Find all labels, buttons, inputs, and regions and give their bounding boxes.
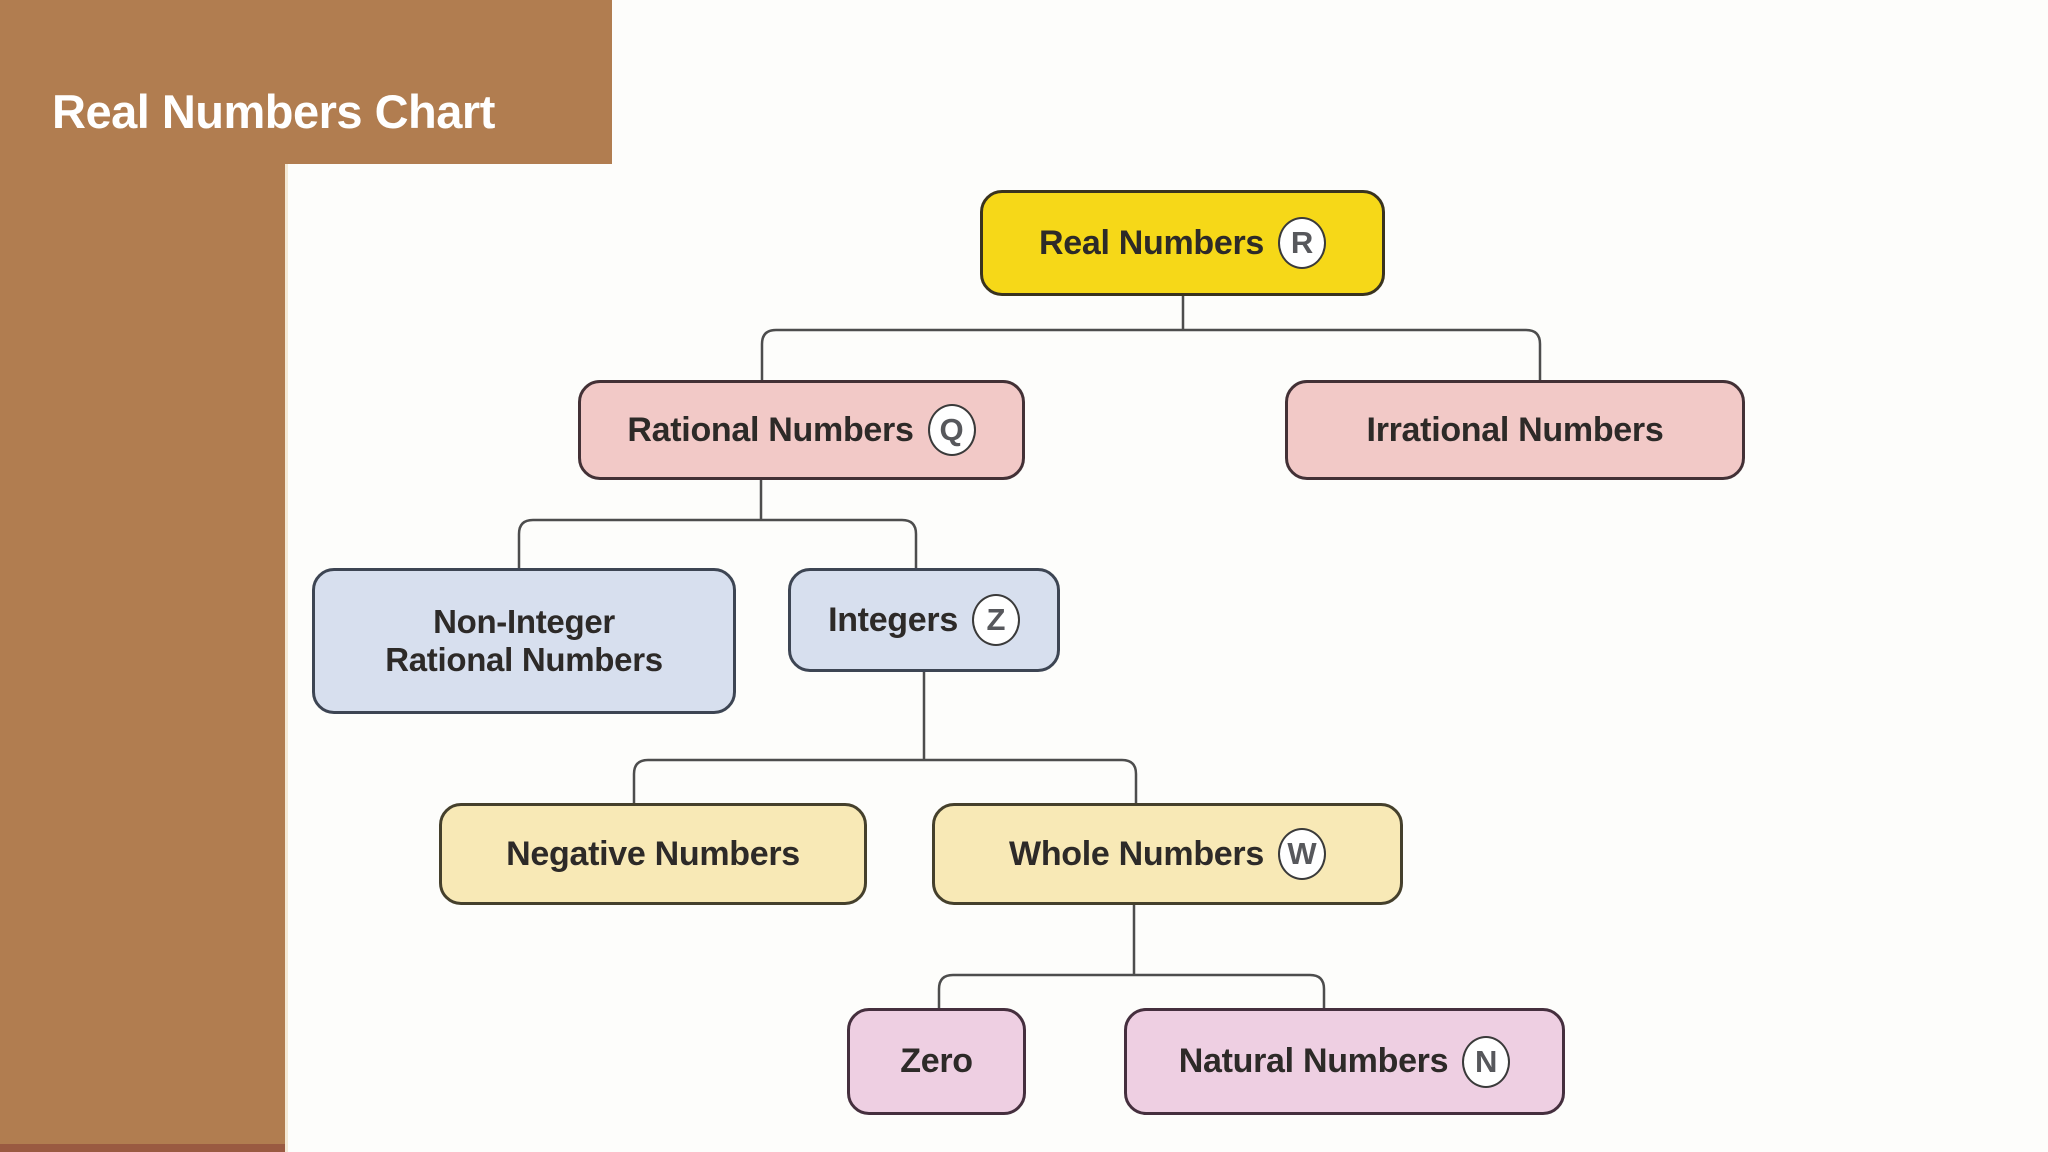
node-natural-numbers: Natural Numbers N — [1124, 1008, 1565, 1115]
node-integers: Integers Z — [788, 568, 1060, 672]
connector-integers-children — [632, 672, 1138, 803]
connector-real-children — [760, 296, 1542, 380]
symbol-badge-r: R — [1278, 217, 1327, 269]
symbol-badge-z: Z — [971, 594, 1020, 646]
node-non-integer-label: Non-Integer Rational Numbers — [385, 602, 663, 678]
node-zero: Zero — [847, 1008, 1026, 1115]
symbol-badge-w: W — [1277, 828, 1326, 880]
node-whole-numbers-label: Whole Numbers — [1009, 834, 1264, 873]
node-non-integer-rational-numbers: Non-Integer Rational Numbers — [312, 568, 736, 714]
sidebar-brown-strip — [0, 0, 288, 1152]
page-title: Real Numbers Chart — [52, 85, 495, 138]
title-header-block — [0, 0, 612, 164]
node-rational-numbers: Rational Numbers Q — [578, 380, 1025, 480]
node-negative-numbers: Negative Numbers — [439, 803, 867, 905]
node-real-numbers-label: Real Numbers — [1038, 223, 1265, 262]
connector-rational-children — [517, 480, 918, 568]
node-whole-numbers: Whole Numbers W — [932, 803, 1403, 905]
node-integers-label: Integers — [828, 600, 958, 639]
symbol-badge-q: Q — [927, 404, 976, 456]
node-irrational-numbers-label: Irrational Numbers — [1366, 410, 1664, 449]
bottom-accent-bar — [0, 1144, 285, 1152]
node-negative-numbers-label: Negative Numbers — [506, 834, 800, 873]
node-zero-label: Zero — [900, 1042, 973, 1080]
node-natural-numbers-label: Natural Numbers — [1178, 1042, 1449, 1080]
node-rational-numbers-label: Rational Numbers — [627, 410, 914, 449]
node-irrational-numbers: Irrational Numbers — [1285, 380, 1745, 480]
node-real-numbers: Real Numbers R — [980, 190, 1385, 296]
connector-whole-children — [937, 905, 1326, 1008]
symbol-badge-n: N — [1462, 1035, 1511, 1088]
